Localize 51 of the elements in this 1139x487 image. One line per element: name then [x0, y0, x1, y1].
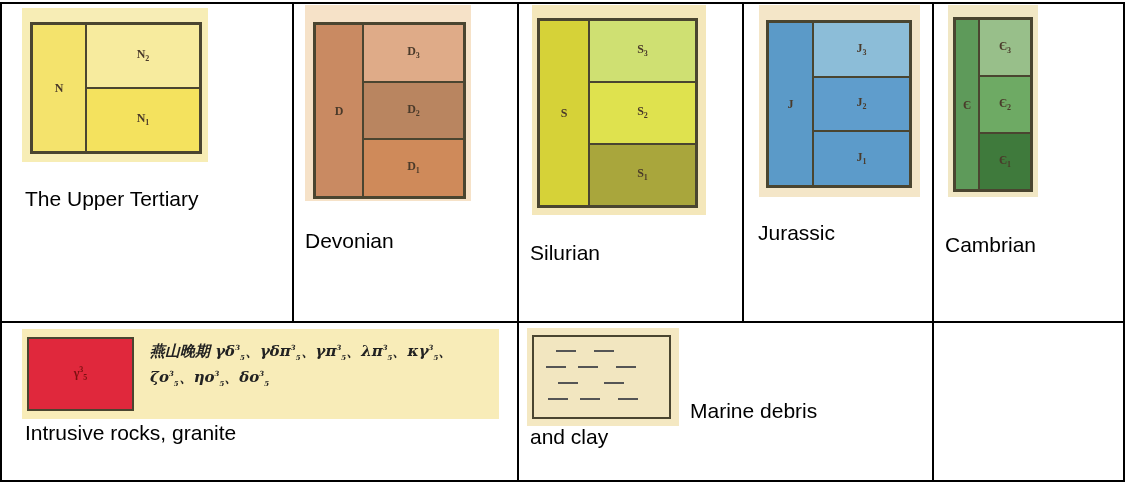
map-unit-box: [315, 24, 363, 197]
legend-swatch: [30, 22, 202, 154]
map-unit-box: [813, 131, 910, 186]
map-unit-box: [979, 19, 1031, 76]
legend-caption: The Upper Tertiary: [25, 186, 200, 212]
legend-caption: Cambrian: [945, 232, 1038, 258]
map-unit-box: [768, 22, 813, 186]
map-unit-box: [955, 19, 979, 190]
unit-symbol: S$_{3}$: [637, 43, 648, 59]
unit-symbol: D$_{2}$: [407, 102, 420, 119]
unit-symbol: J$_{2}$: [856, 96, 867, 112]
unit-symbol: Є: [962, 98, 972, 111]
unit-symbol: S$_{2}$: [637, 105, 648, 121]
unit-symbol: J$_{1}$: [856, 150, 867, 167]
unit-symbol: J$_{3}$: [856, 41, 867, 57]
legend-swatch: [313, 22, 466, 199]
map-unit-box: [539, 20, 589, 206]
legend-caption: Intrusive rocks, granite: [25, 420, 238, 446]
unit-symbol: S: [560, 107, 568, 119]
legend-caption: Devonian: [305, 228, 395, 254]
legend-swatch: [953, 17, 1033, 192]
legend-swatch: [532, 335, 671, 419]
unit-symbol: S$_{1}$: [637, 167, 648, 183]
map-unit-box: [363, 24, 464, 82]
map-unit-box: [589, 82, 696, 144]
unit-symbol: N$_{1}$: [136, 112, 150, 128]
map-unit-box: [589, 144, 696, 206]
map-unit-box: [979, 133, 1031, 190]
map-unit-box: [86, 88, 200, 152]
unit-symbol: N: [54, 82, 64, 94]
map-unit-box: [86, 24, 200, 88]
legend-caption: Silurian: [530, 240, 602, 266]
unit-symbol: D$_{3}$: [407, 45, 420, 61]
legend-swatch: [766, 20, 912, 188]
map-unit-box: [979, 76, 1031, 133]
unit-symbol: D: [334, 104, 344, 117]
legend-caption: Jurassic: [758, 220, 837, 246]
map-unit-box: [363, 81, 464, 140]
map-unit-box: [363, 139, 464, 197]
unit-symbol: Є$_{3}$: [998, 39, 1012, 56]
map-unit-box: [813, 76, 910, 132]
map-unit-box: [589, 20, 696, 82]
color-swatch: [27, 337, 134, 411]
unit-symbol: N$_{2}$: [136, 48, 150, 64]
unit-symbol: J: [787, 98, 794, 110]
legend-caption: Marine debris and clay: [530, 398, 819, 451]
map-unit-box: [813, 22, 910, 77]
legend-swatch: [537, 18, 698, 208]
unit-symbol: D$_{1}$: [407, 160, 420, 176]
map-unit-box: [32, 24, 86, 152]
unit-symbol: Є$_{2}$: [998, 96, 1012, 113]
